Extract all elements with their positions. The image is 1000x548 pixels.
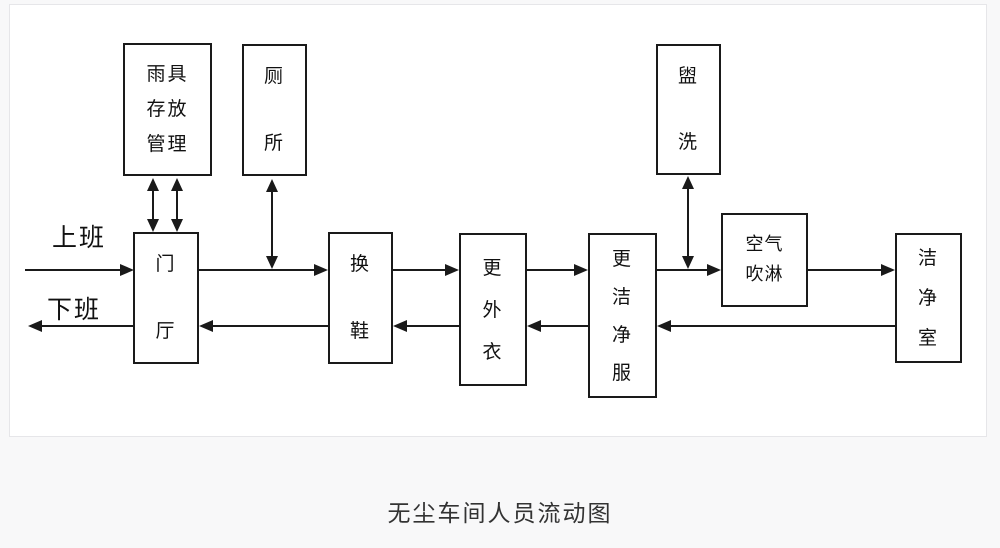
arrowhead-right-icon <box>881 264 895 276</box>
node-change-outerwear: 更 外 衣 <box>459 233 527 386</box>
arrowhead-right-icon <box>574 264 588 276</box>
node-label-line: 洗 <box>677 131 699 153</box>
node-label-line: 衣 <box>482 340 504 363</box>
node-label-line: 更 <box>482 256 504 279</box>
node-label-line: 雨具 <box>146 63 189 85</box>
node-toilet: 厕 所 <box>242 44 307 176</box>
arrow-line <box>271 191 273 257</box>
arrow-line <box>527 269 574 271</box>
arrowhead-down-icon <box>171 219 183 232</box>
clock-out-label: 下班 <box>47 295 102 324</box>
arrowhead-up-icon <box>171 178 183 191</box>
arrowhead-up-icon <box>682 176 694 189</box>
node-label-line: 净 <box>611 323 633 346</box>
node-label-line: 换 <box>349 253 371 275</box>
node-label-line: 鞋 <box>349 320 371 342</box>
node-washroom: 盥 洗 <box>656 44 721 175</box>
arrow-line <box>42 325 133 327</box>
node-change-clean-garment: 更 洁 净 服 <box>588 233 657 398</box>
arrowhead-left-icon <box>527 320 541 332</box>
arrow-line <box>808 269 881 271</box>
diagram-caption: 无尘车间人员流动图 <box>387 501 613 527</box>
arrow-line <box>657 269 707 271</box>
arrowhead-right-icon <box>314 264 328 276</box>
node-label-line: 空气 <box>745 234 784 255</box>
node-label-line: 厅 <box>155 320 177 342</box>
node-label-line: 净 <box>917 287 939 309</box>
node-label-line: 存放 <box>146 98 189 120</box>
arrow-line <box>407 325 459 327</box>
arrowhead-left-icon <box>199 320 213 332</box>
arrow-line <box>25 269 120 271</box>
arrow-line <box>152 190 154 220</box>
node-air-shower: 空气 吹淋 <box>721 213 808 307</box>
arrow-line <box>541 325 588 327</box>
node-label-line: 盥 <box>677 65 699 87</box>
node-clean-room: 洁 净 室 <box>895 233 962 363</box>
node-label-line: 厕 <box>263 65 285 87</box>
arrow-line <box>176 190 178 220</box>
arrow-line <box>213 325 328 327</box>
arrowhead-up-icon <box>266 179 278 192</box>
clock-in-label: 上班 <box>52 223 107 252</box>
arrowhead-up-icon <box>147 178 159 191</box>
node-entrance-hall: 门 厅 <box>133 232 199 364</box>
arrow-line <box>393 269 445 271</box>
node-label-line: 吹淋 <box>745 264 784 285</box>
arrowhead-down-icon <box>147 219 159 232</box>
arrow-line <box>671 325 895 327</box>
node-label-line: 洁 <box>611 285 633 308</box>
arrowhead-right-icon <box>707 264 721 276</box>
arrowhead-right-icon <box>445 264 459 276</box>
node-label-line: 服 <box>611 361 633 384</box>
arrowhead-down-icon <box>682 256 694 269</box>
node-label-line: 更 <box>611 247 633 270</box>
arrowhead-left-icon <box>393 320 407 332</box>
node-label-line: 管理 <box>146 133 189 155</box>
arrowhead-left-icon <box>657 320 671 332</box>
arrow-line <box>687 188 689 257</box>
node-label-line: 外 <box>482 298 504 321</box>
node-label-line: 室 <box>917 327 939 349</box>
node-change-shoes: 换 鞋 <box>328 232 393 364</box>
arrowhead-right-icon <box>120 264 134 276</box>
arrow-line <box>199 269 314 271</box>
arrowhead-down-icon <box>266 256 278 269</box>
node-rain-gear-storage: 雨具 存放 管理 <box>123 43 212 176</box>
node-label-line: 所 <box>263 132 285 154</box>
node-label-line: 门 <box>155 253 177 275</box>
arrowhead-left-icon <box>28 320 42 332</box>
node-label-line: 洁 <box>917 247 939 269</box>
